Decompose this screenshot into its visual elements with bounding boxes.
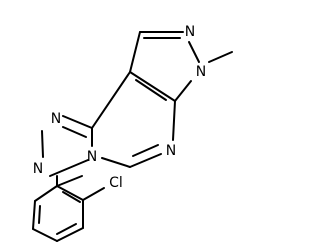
bond: [101, 157, 131, 168]
bond: [129, 31, 141, 73]
chemical-structure: N N N N N N Cl: [32, 24, 233, 242]
bond: [91, 71, 131, 129]
bond: [41, 130, 44, 158]
bond: [62, 126, 87, 138]
bond: [132, 144, 159, 157]
bond: [174, 80, 192, 102]
bond: [32, 200, 36, 230]
pyrazole-ring: [129, 31, 200, 102]
bond: [56, 223, 77, 235]
bond: [49, 159, 89, 177]
bond: [34, 185, 58, 202]
bond: [56, 227, 84, 242]
chlorophenyl-ring: [32, 175, 105, 242]
bond: [82, 187, 105, 201]
bond: [172, 100, 176, 141]
bond: [56, 175, 83, 187]
atom-label-n: N: [87, 149, 97, 165]
bond: [62, 115, 93, 129]
bond: [32, 228, 58, 242]
bond: [129, 153, 162, 168]
atom-label-cl: Cl: [109, 175, 123, 191]
bond: [129, 71, 176, 102]
atom-label-n: N: [51, 111, 61, 127]
bond: [56, 185, 84, 201]
bond: [38, 205, 41, 224]
bond: [62, 191, 81, 203]
methyl-bond: [208, 51, 233, 63]
atom-label-n: N: [166, 143, 176, 159]
bond: [188, 41, 200, 63]
atom-label-n: N: [185, 24, 195, 40]
atom-label-n: N: [33, 161, 43, 177]
bond: [135, 79, 167, 101]
triazole-ring: [41, 115, 93, 187]
atom-label-n: N: [196, 64, 206, 80]
pyrimidine-ring: [91, 71, 176, 168]
